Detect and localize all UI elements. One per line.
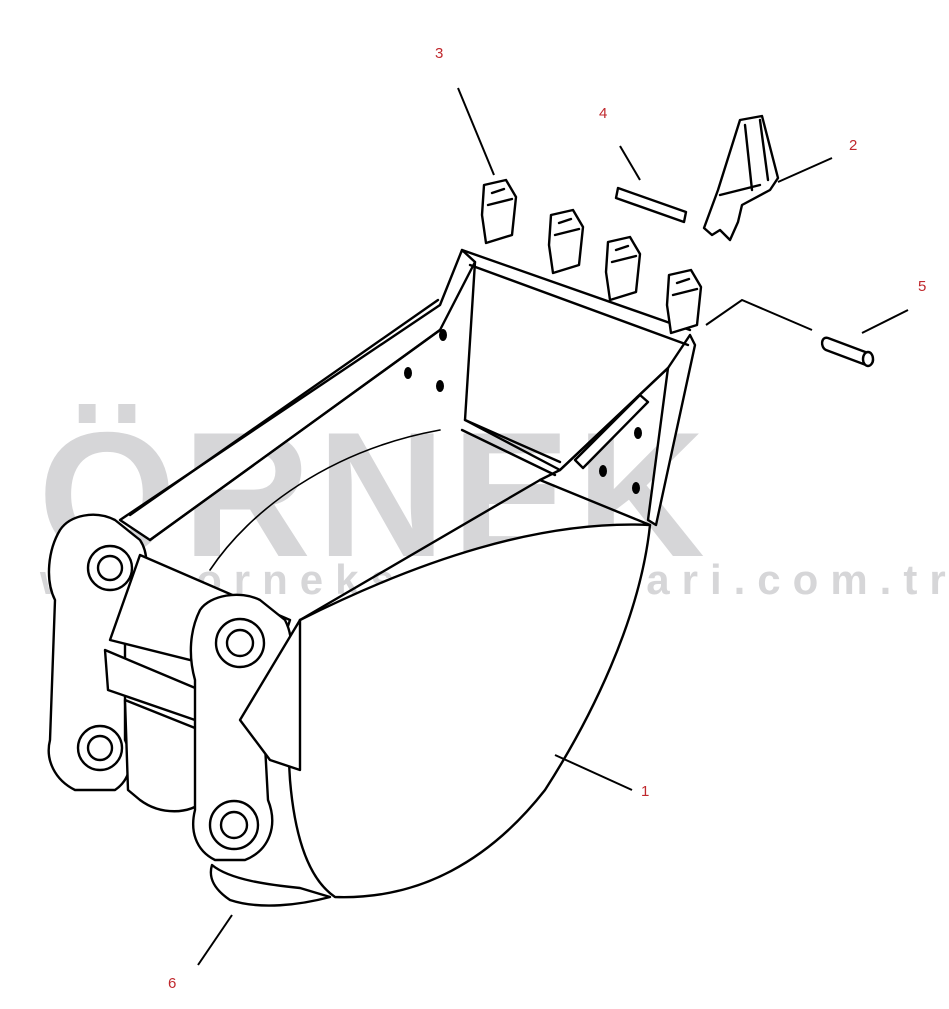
bucket-interior-curve (209, 429, 441, 571)
retainer-part (614, 186, 688, 224)
leader-line-4 (619, 145, 641, 181)
left-ear-pin-bore-upper-inner (96, 554, 124, 582)
leader-line-5 (861, 309, 909, 334)
left-ear-pin-bore-upper (86, 544, 134, 592)
bucket-body (118, 248, 697, 899)
right-ear-pin-bore-upper (214, 617, 266, 669)
left-ear-pin-bore-lower-inner (86, 734, 114, 762)
callout-labels: 1 2 3 4 5 6 (168, 45, 926, 992)
bucket-right-side-plate (646, 333, 697, 527)
left-ear-pin-bore-lower (76, 724, 124, 772)
leader-lines (197, 87, 909, 966)
pin-end (861, 350, 875, 368)
callout-6: 6 (168, 975, 176, 992)
callout-3: 3 (435, 45, 443, 62)
tooth-adapter (604, 235, 642, 302)
bolt-hole (634, 427, 642, 439)
bolt-hole (436, 380, 444, 392)
bucket-side-bar (573, 393, 650, 470)
pin-part (820, 336, 875, 368)
right-ear-pin-bore-lower-inner (219, 810, 249, 840)
bucket-bowl-outline (286, 523, 652, 899)
leader-line-3 (457, 87, 495, 176)
bucket-left-side-edge (128, 298, 442, 542)
bucket-cutting-edge (460, 248, 692, 347)
bolt-hole (439, 329, 447, 341)
leader-line-2 (777, 157, 833, 183)
tooth-tip-part (702, 114, 780, 242)
leader-line-1 (554, 754, 633, 791)
retainer-outline (614, 186, 688, 224)
callout-2: 2 (849, 137, 857, 154)
bolt-hole (632, 482, 640, 494)
bucket-teeth-installed (480, 178, 703, 335)
bucket-inner-rim (298, 478, 652, 622)
mounting-bracket (47, 513, 332, 907)
leader-line-5b (705, 298, 813, 331)
leader-line-6 (197, 914, 233, 966)
right-ear-pin-bore-lower (208, 799, 260, 851)
callout-4: 4 (599, 105, 607, 122)
tooth-adapter (665, 268, 703, 335)
left-side-bolt-holes (404, 329, 447, 392)
bolt-hole (404, 367, 412, 379)
right-side-bolt-holes (599, 427, 642, 494)
bottom-wear-pad (209, 863, 332, 907)
tooth-adapter (480, 178, 518, 245)
bucket-floor-edge (460, 418, 562, 477)
bracket-side-reinforcement (238, 618, 302, 772)
tooth-tip-groove (718, 118, 770, 197)
callout-1: 1 (641, 783, 649, 800)
tooth-adapter (547, 208, 585, 275)
bolt-hole (599, 465, 607, 477)
callout-5: 5 (918, 278, 926, 295)
tooth-tip-outline (702, 114, 780, 242)
right-ear-plate (189, 593, 293, 862)
right-ear-pin-bore-upper-inner (225, 628, 255, 658)
